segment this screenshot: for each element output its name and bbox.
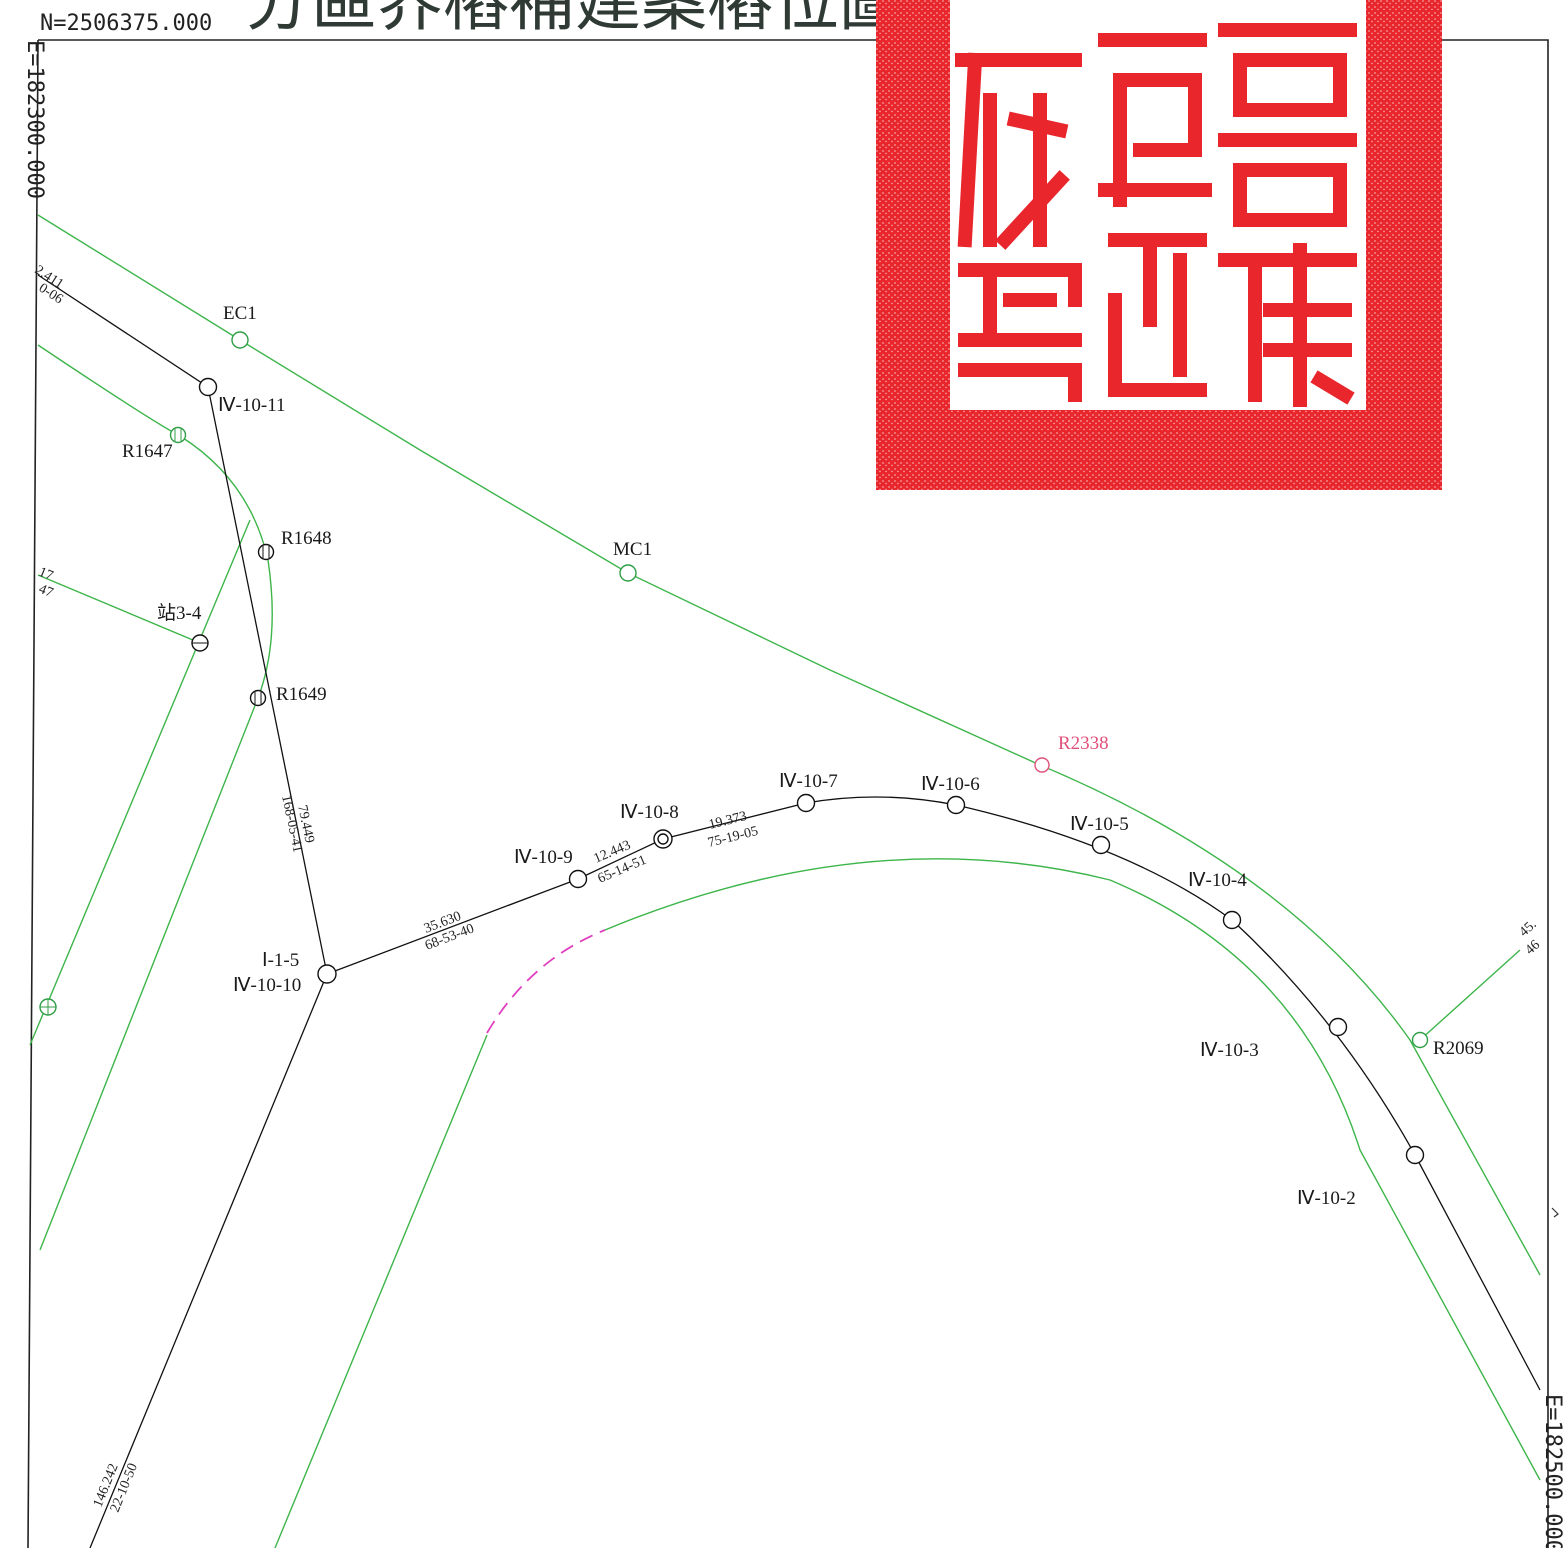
- boundary-line-east-spur: [1419, 949, 1521, 1041]
- marker-r2338[interactable]: [1034, 757, 1050, 773]
- boundary-line-west-inner: [29, 519, 251, 1046]
- traverse-lines: [37, 274, 1541, 1548]
- dashed-reference-arc: [486, 929, 606, 1034]
- marker-iv-10-6[interactable]: [946, 795, 966, 815]
- marker-ec1[interactable]: [231, 331, 249, 349]
- marker-r2069[interactable]: [1411, 1031, 1429, 1049]
- boundary-line-west-curve: [37, 344, 273, 1251]
- north-coordinate-label: N=2506375.000: [40, 11, 212, 36]
- label-iv-10-5: Ⅳ-10-5: [1070, 814, 1129, 835]
- label-iv-10-3: Ⅳ-10-3: [1200, 1040, 1259, 1061]
- marker-iv-10-4[interactable]: [1222, 910, 1242, 930]
- map-frame: [27, 39, 1549, 1548]
- marker-west-edge[interactable]: [39, 998, 57, 1016]
- marker-iv-10-10[interactable]: [317, 964, 337, 984]
- label-iv-10-9: Ⅳ-10-9: [514, 847, 573, 868]
- marker-iv-10-2[interactable]: [1405, 1145, 1425, 1165]
- traverse-line-west: [37, 274, 328, 1548]
- dim-left-edge-distance: 17: [37, 565, 56, 584]
- boundary-line-south-west: [274, 1034, 488, 1548]
- label-r2069: R2069: [1433, 1038, 1484, 1059]
- dim-right-edge-distance: 45.: [1517, 917, 1540, 940]
- label-mc1: MC1: [613, 539, 652, 560]
- dim-right-edge-angle: 46: [1523, 937, 1543, 958]
- boundary-line-station: [37, 574, 201, 644]
- label-iv-10-10: Ⅳ-10-10: [233, 975, 301, 996]
- label-r1649: R1649: [276, 684, 327, 705]
- label-ec1: EC1: [223, 303, 257, 324]
- marker-iv-10-11[interactable]: [198, 377, 218, 397]
- marker-station-3-4[interactable]: [191, 634, 209, 652]
- stray-mark: [1551, 1207, 1559, 1218]
- marker-r1647[interactable]: [169, 426, 187, 444]
- dimension-labels: 2.411 0-06 79.449 168-05-41 35.630 68-53…: [32, 263, 1543, 1515]
- point-markers: [39, 331, 1429, 1165]
- east-coordinate-left-label: E=182300.000: [22, 40, 47, 199]
- marker-iv-10-5[interactable]: [1091, 835, 1111, 855]
- label-iv-10-4: Ⅳ-10-4: [1188, 870, 1247, 891]
- label-station-3-4: 站3-4: [157, 602, 202, 624]
- label-iv-10-8: Ⅳ-10-8: [620, 802, 679, 823]
- marker-mc1[interactable]: [619, 564, 637, 582]
- label-iv-10-11: Ⅳ-10-11: [218, 395, 285, 416]
- boundary-line-south-curve: [604, 858, 1541, 1481]
- marker-r1649[interactable]: [249, 689, 267, 707]
- dim-left-edge-angle: 47: [37, 582, 56, 601]
- marker-r1648[interactable]: [257, 543, 275, 561]
- marker-iv-10-9[interactable]: [568, 869, 588, 889]
- official-seal-stamp: [876, 0, 1442, 490]
- traverse-line-arc: [326, 796, 1541, 1391]
- point-labels: EC1 Ⅳ-10-11 R1647 R1648 站3-4 R1649 MC1 R…: [122, 303, 1484, 1209]
- label-i-1-5: Ⅰ-1-5: [262, 950, 299, 971]
- map-title: 分區界樁補建案樁位圖: [245, 0, 905, 40]
- label-r1647: R1647: [122, 441, 173, 462]
- label-iv-10-2: Ⅳ-10-2: [1297, 1188, 1356, 1209]
- label-r1648: R1648: [281, 528, 332, 549]
- label-iv-10-7: Ⅳ-10-7: [779, 771, 838, 792]
- marker-iv-10-3[interactable]: [1328, 1017, 1348, 1037]
- label-iv-10-6: Ⅳ-10-6: [921, 774, 980, 795]
- marker-iv-10-8[interactable]: [653, 829, 673, 849]
- marker-iv-10-7[interactable]: [796, 793, 816, 813]
- east-coordinate-right-label: E=182500.000: [1540, 1394, 1564, 1548]
- label-r2338: R2338: [1058, 733, 1109, 754]
